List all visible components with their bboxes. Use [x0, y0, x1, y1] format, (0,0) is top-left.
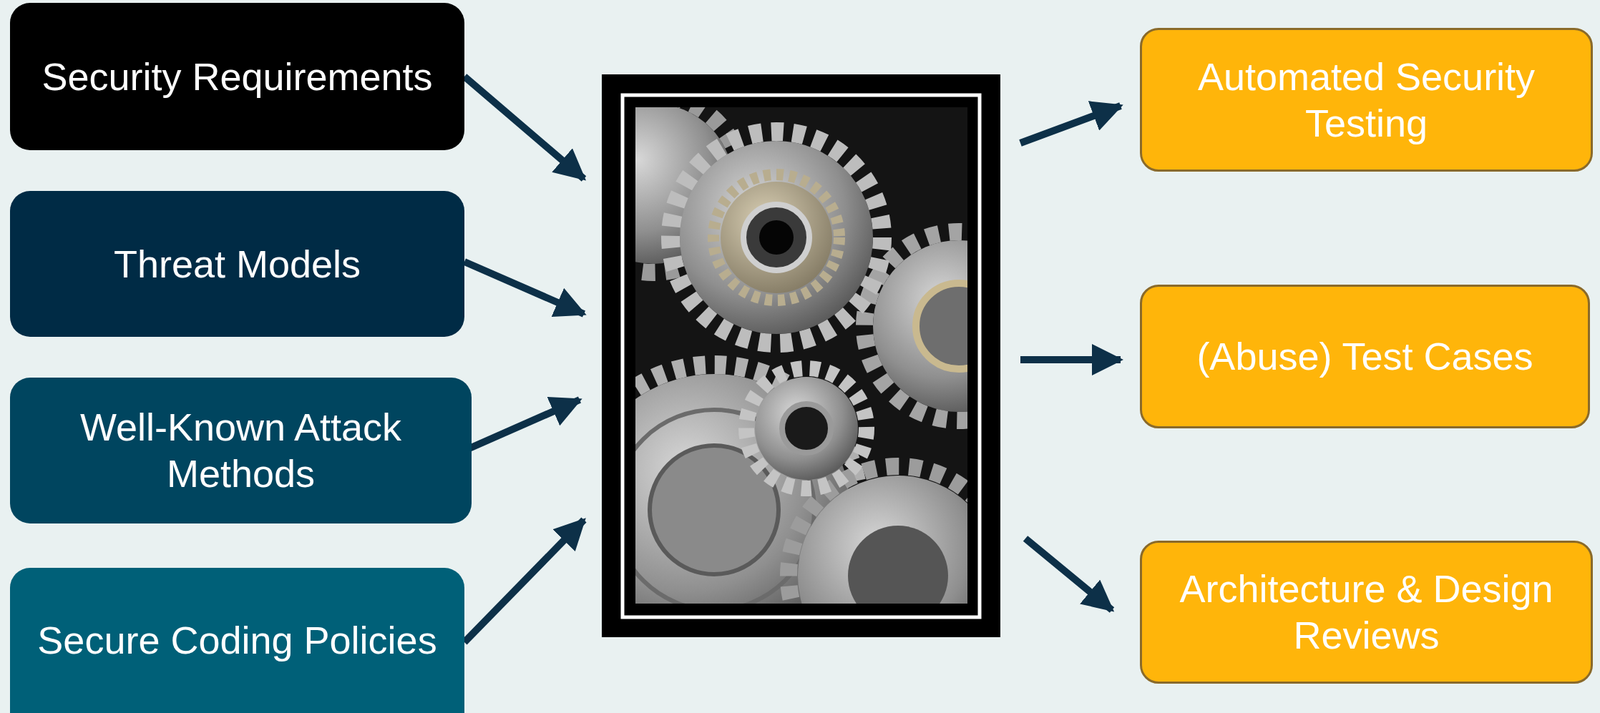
input-arrow: [464, 520, 584, 643]
output-box: Architecture & Design Reviews: [1139, 540, 1593, 685]
input-box: Security Requirements: [10, 2, 465, 151]
box-label: Security Requirements: [24, 53, 450, 101]
gears-picture: [564, 74, 1054, 686]
output-box: (Abuse) Test Cases: [1139, 284, 1590, 429]
output-box: Automated Security Testing: [1139, 27, 1593, 172]
input-box: Threat Models: [10, 191, 465, 338]
output-arrow: [1025, 538, 1112, 611]
box-label: Architecture & Design Reviews: [1142, 566, 1591, 660]
gear: [788, 466, 968, 604]
gear: [670, 131, 883, 344]
output-arrow: [1020, 356, 1121, 364]
input-arrow: [464, 261, 584, 315]
box-label: Threat Models: [96, 241, 378, 288]
box-label: Secure Coding Policies: [20, 617, 454, 665]
box-label: Well-Known Attack Methods: [10, 404, 472, 498]
box-label: (Abuse) Test Cases: [1179, 333, 1550, 380]
gear: [746, 368, 867, 489]
box-label: Automated Security Testing: [1142, 53, 1591, 147]
input-arrow: [464, 76, 584, 179]
input-box: Well-Known Attack Methods: [10, 377, 472, 524]
input-box: Secure Coding Policies: [10, 568, 465, 713]
output-arrow: [1020, 105, 1121, 144]
input-arrow: [464, 400, 580, 451]
